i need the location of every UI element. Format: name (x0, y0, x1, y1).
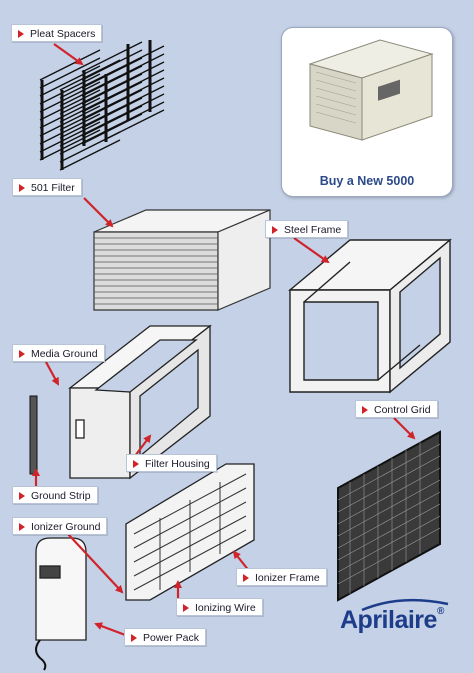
logo-text: Aprilaire (340, 606, 437, 634)
callout-ground-strip: Ground Strip (12, 486, 98, 504)
callout-arrow-icon (19, 350, 25, 358)
callout-arrow-icon (19, 184, 25, 192)
callout-pleat-spacers: Pleat Spacers (11, 24, 103, 42)
callout-arrow-icon (183, 604, 189, 612)
filter-501-illustration (93, 209, 271, 311)
ionizer-frame-illustration (125, 463, 255, 601)
callout-label: Filter Housing (145, 458, 210, 470)
callout-arrow-icon (18, 30, 24, 38)
callout-arrow-icon (362, 406, 368, 414)
callout-label: Pleat Spacers (30, 28, 96, 40)
leader-arrows (32, 43, 416, 638)
callout-label: Ionizer Ground (31, 521, 101, 533)
callout-arrow-icon (19, 523, 25, 531)
ground-strip-illustration (29, 395, 38, 475)
callout-arrow-icon (19, 492, 25, 500)
power-pack-illustration (35, 537, 87, 671)
callout-ionizing-wire: Ionizing Wire (176, 598, 263, 616)
callout-media-ground: Media Ground (12, 344, 105, 362)
air-cleaner-5000-image (308, 39, 434, 141)
buy-new-5000-card[interactable]: Buy a New 5000 (281, 27, 453, 197)
callout-label: Power Pack (143, 632, 200, 644)
callout-steel-frame: Steel Frame (265, 220, 349, 238)
steel-frame-illustration (288, 238, 452, 394)
callout-label: Ionizing Wire (195, 602, 256, 614)
callout-ionizer-ground: Ionizer Ground (12, 517, 108, 535)
callout-arrow-icon (133, 460, 139, 468)
callout-filter-housing: Filter Housing (126, 454, 217, 472)
callout-arrow-icon (272, 226, 278, 234)
callout-control-grid: Control Grid (355, 400, 438, 418)
aprilaire-logo: Aprilaire® (340, 606, 444, 635)
control-grid-illustration (337, 430, 441, 602)
callout-501-filter: 501 Filter (12, 178, 82, 196)
pleat-spacers-illustration (39, 40, 165, 171)
callout-ionizer-frame: Ionizer Frame (236, 568, 327, 586)
callout-label: Media Ground (31, 348, 98, 360)
aprilaire-swoosh-icon (361, 598, 449, 612)
callout-label: Ground Strip (31, 490, 91, 502)
callout-label: Steel Frame (284, 224, 342, 236)
callout-label: Control Grid (374, 404, 431, 416)
registered-mark: ® (436, 606, 444, 617)
callout-arrow-icon (243, 574, 249, 582)
callout-label: Ionizer Frame (255, 572, 320, 584)
callout-power-pack: Power Pack (124, 628, 207, 646)
buy-new-5000-label: Buy a New 5000 (319, 174, 415, 188)
callout-arrow-icon (131, 634, 137, 642)
callout-label: 501 Filter (31, 182, 75, 194)
